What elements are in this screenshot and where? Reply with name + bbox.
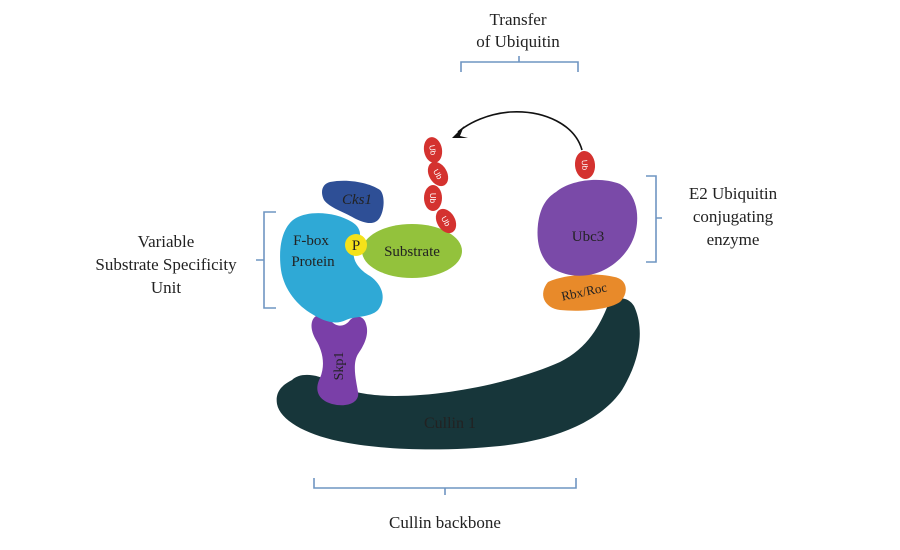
ubiquitin-chain: Ub Ub Ub Ub [423,137,457,234]
transfer-arrow [457,111,583,151]
e2-brace [646,175,662,263]
substrate-label: Substrate [384,244,440,260]
variable-label-line1: Variable [138,232,195,251]
phosphate-circle [345,234,367,256]
ubiquitin-4: Ub [423,137,443,163]
cks1-shape [322,180,384,224]
rbx-roc-shape [543,274,626,311]
cullin1-label: Cullin 1 [424,415,476,432]
fbox-label-line1: F-box [293,233,329,249]
substrate-shape [362,224,462,278]
ubiquitin-2: Ub [424,185,442,211]
variable-label-line2: Substrate Specificity [95,255,237,274]
variable-label-line3: Unit [151,278,182,297]
cks1-label: Cks1 [342,192,372,208]
e2-label-line1: E2 Ubiquitin [689,184,778,203]
transfer-label-line1: Transfer [490,10,547,29]
svg-text:Ub: Ub [427,144,438,156]
ubc3-label: Ubc3 [572,229,605,245]
cullin1-shape [276,298,640,450]
skp1-shape [311,314,368,406]
fbox-label-line2: Protein [291,254,335,270]
ubiquitin-1: Ub [435,208,457,234]
ubiquitin-on-ubc3: Ub [574,151,596,179]
backbone-label: Cullin backbone [389,513,501,532]
transfer-arrow-head [452,126,468,138]
variable-brace [256,211,276,309]
backbone-brace [313,478,577,495]
ubc3-shape [537,179,638,276]
svg-text:Ub: Ub [580,160,590,172]
skp1-label: Skp1 [332,352,347,381]
transfer-brace [460,56,579,72]
e2-label-line3: enzyme [707,230,760,249]
transfer-label-line2: of Ubiquitin [476,32,560,51]
svg-text:Ub: Ub [428,193,437,204]
phosphate-label: P [352,238,360,254]
ubiquitin-3: Ub [427,161,449,187]
e2-label-line2: conjugating [693,207,774,226]
